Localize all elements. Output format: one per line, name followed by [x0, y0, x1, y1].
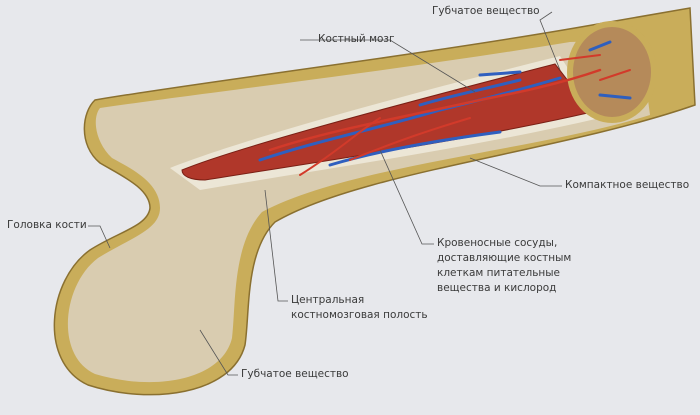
label-spongy-top: Губчатое вещество: [432, 5, 540, 17]
label-vessels-line: вещества и кислород: [437, 282, 557, 294]
leader-lines: [88, 11, 562, 376]
label-head: Головка кости: [7, 219, 87, 231]
label-cavity-line: Центральная: [291, 294, 365, 306]
label-vessels-line: Кровеносные сосуды,: [437, 237, 558, 249]
label-cavity: Центральная костномозговая полость: [291, 293, 428, 323]
label-cavity-line: костномозговая полость: [291, 309, 428, 321]
label-vessels-line: доставляющие костным: [437, 252, 572, 264]
cut-end-spongy: [567, 21, 657, 123]
label-marrow: Костный мозг: [318, 33, 395, 45]
label-spongy-bottom: Губчатое вещество: [241, 368, 349, 380]
label-vessels: Кровеносные сосуды, доставляющие костным…: [437, 236, 571, 296]
label-compact: Компактное вещество: [565, 179, 690, 191]
label-vessels-line: клеткам питательные: [437, 267, 560, 279]
blood-vessels: [258, 40, 632, 176]
